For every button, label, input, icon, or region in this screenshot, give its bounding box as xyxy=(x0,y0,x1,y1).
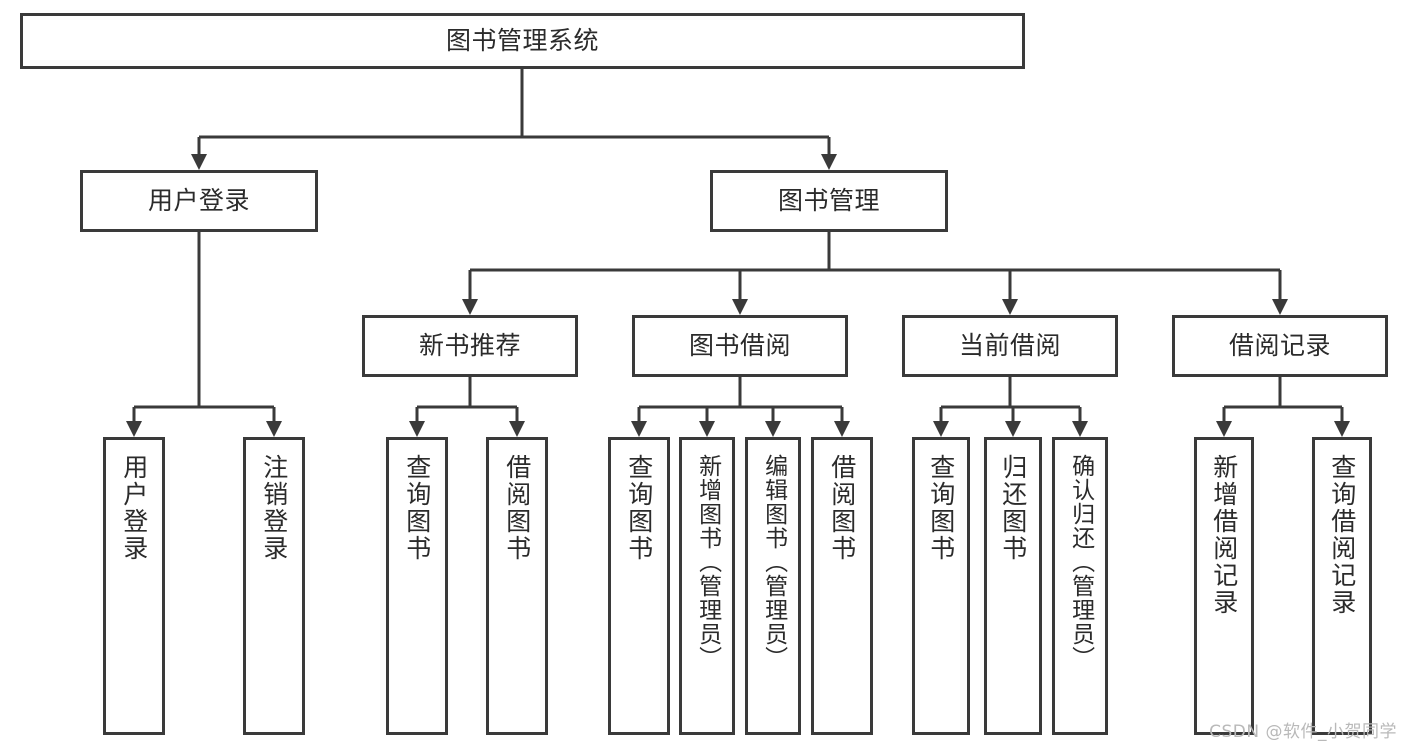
leaf-user-login[interactable]: 用户登录 xyxy=(103,437,165,735)
node-label: 新增图书（管理员） xyxy=(694,454,721,670)
node-label: 图书管理系统 xyxy=(445,26,599,56)
leaf-current-query-book[interactable]: 查询图书 xyxy=(912,437,970,735)
node-label: 当前借阅 xyxy=(958,331,1061,361)
node-label: 编辑图书（管理员） xyxy=(760,454,787,670)
node-label: 查询图书 xyxy=(624,454,654,562)
node-current-borrow[interactable]: 当前借阅 xyxy=(902,315,1118,377)
leaf-borrow-borrow-book[interactable]: 借阅图书 xyxy=(811,437,873,735)
node-label: 借阅图书 xyxy=(827,454,857,562)
node-label: 查询图书 xyxy=(402,454,432,562)
node-book-borrow[interactable]: 图书借阅 xyxy=(632,315,848,377)
node-label: 查询图书 xyxy=(926,454,956,562)
node-label: 用户登录 xyxy=(147,186,250,216)
node-user-login[interactable]: 用户登录 xyxy=(80,170,318,232)
leaf-borrow-query-book[interactable]: 查询图书 xyxy=(608,437,670,735)
node-label: 归还图书 xyxy=(998,454,1028,562)
node-label: 借阅记录 xyxy=(1228,331,1331,361)
node-borrow-record[interactable]: 借阅记录 xyxy=(1172,315,1388,377)
node-label: 注销登录 xyxy=(259,454,289,562)
leaf-recommend-query-book[interactable]: 查询图书 xyxy=(386,437,448,735)
node-label: 图书管理 xyxy=(777,186,880,216)
leaf-borrow-add-book-admin[interactable]: 新增图书（管理员） xyxy=(679,437,735,735)
node-book-management[interactable]: 图书管理 xyxy=(710,170,948,232)
node-label: 图书借阅 xyxy=(688,331,791,361)
leaf-record-add-record[interactable]: 新增借阅记录 xyxy=(1194,437,1254,735)
leaf-user-logout[interactable]: 注销登录 xyxy=(243,437,305,735)
node-root-system[interactable]: 图书管理系统 xyxy=(20,13,1025,69)
node-label: 查询借阅记录 xyxy=(1327,454,1357,616)
watermark-text: CSDN @软件_小贺同学 xyxy=(1209,722,1397,742)
node-label: 用户登录 xyxy=(119,454,149,562)
leaf-current-return-book[interactable]: 归还图书 xyxy=(984,437,1042,735)
node-label: 新书推荐 xyxy=(418,331,521,361)
leaf-current-confirm-return-admin[interactable]: 确认归还（管理员） xyxy=(1052,437,1108,735)
node-label: 借阅图书 xyxy=(502,454,532,562)
leaf-borrow-edit-book-admin[interactable]: 编辑图书（管理员） xyxy=(745,437,801,735)
leaf-record-query-record[interactable]: 查询借阅记录 xyxy=(1312,437,1372,735)
leaf-recommend-borrow-book[interactable]: 借阅图书 xyxy=(486,437,548,735)
node-label: 新增借阅记录 xyxy=(1209,454,1239,616)
node-label: 确认归还（管理员） xyxy=(1067,454,1094,670)
node-new-book-recommendation[interactable]: 新书推荐 xyxy=(362,315,578,377)
